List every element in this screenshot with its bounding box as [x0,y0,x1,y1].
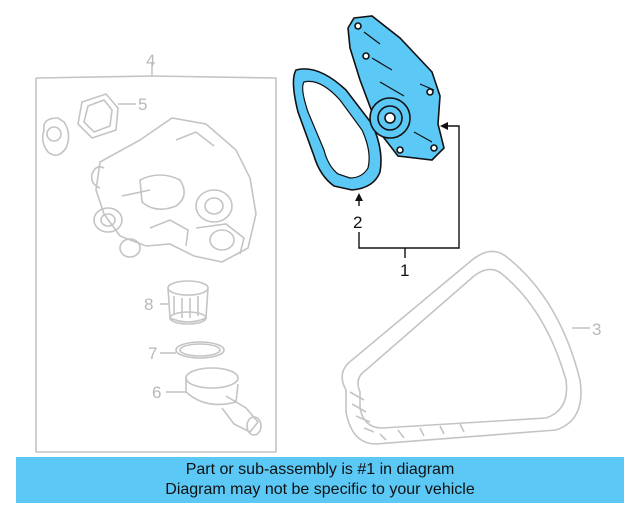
callout-3: 3 [592,320,601,339]
callout-1-bracket [358,125,460,249]
bolt-hole-1 [354,22,362,30]
gasket-seal-part-5 [41,93,136,156]
pump-housing [347,15,445,161]
bolt-hole-5 [396,146,404,154]
exploded-parts-diagram: 1 2 3 4 5 6 7 8 [35,15,601,453]
bolt-hole-3 [426,88,434,96]
banner-line-1: Part or sub-assembly is #1 in diagram [185,461,455,478]
callout-7: 7 [148,344,157,363]
o-ring-part-7 [160,341,225,359]
bolt-hole-4 [430,144,438,152]
coolant-pipe-part-6 [166,367,262,436]
banner-line-2: Diagram may not be specific to your vehi… [165,481,475,498]
callout-1: 1 [400,261,409,280]
bolt-hole-2 [362,52,370,60]
thermostat-part-8 [160,280,209,325]
arrowhead-part-2 [355,193,363,201]
callout-5: 5 [138,95,147,114]
water-pump-part-1 [347,15,445,161]
arrowhead-part-1 [440,122,448,130]
callout-6: 6 [152,383,161,402]
assembly-bracket-frame [35,75,277,453]
pump-pulley-hub [384,112,396,124]
water-pump-gasket-part-2 [292,68,382,191]
callout-8: 8 [144,295,153,314]
callout-2: 2 [353,213,362,232]
leader-arrowheads [355,122,448,201]
thermostat-housing-body [90,117,257,263]
gasket-inner [302,80,370,179]
callout-4: 4 [146,51,155,70]
thermostat-housing-assembly-group [35,62,277,453]
info-banner: Part or sub-assembly is #1 in diagram Di… [16,457,624,503]
drive-belt-part-3 [341,250,590,445]
pump-flange-ribs [363,31,435,143]
